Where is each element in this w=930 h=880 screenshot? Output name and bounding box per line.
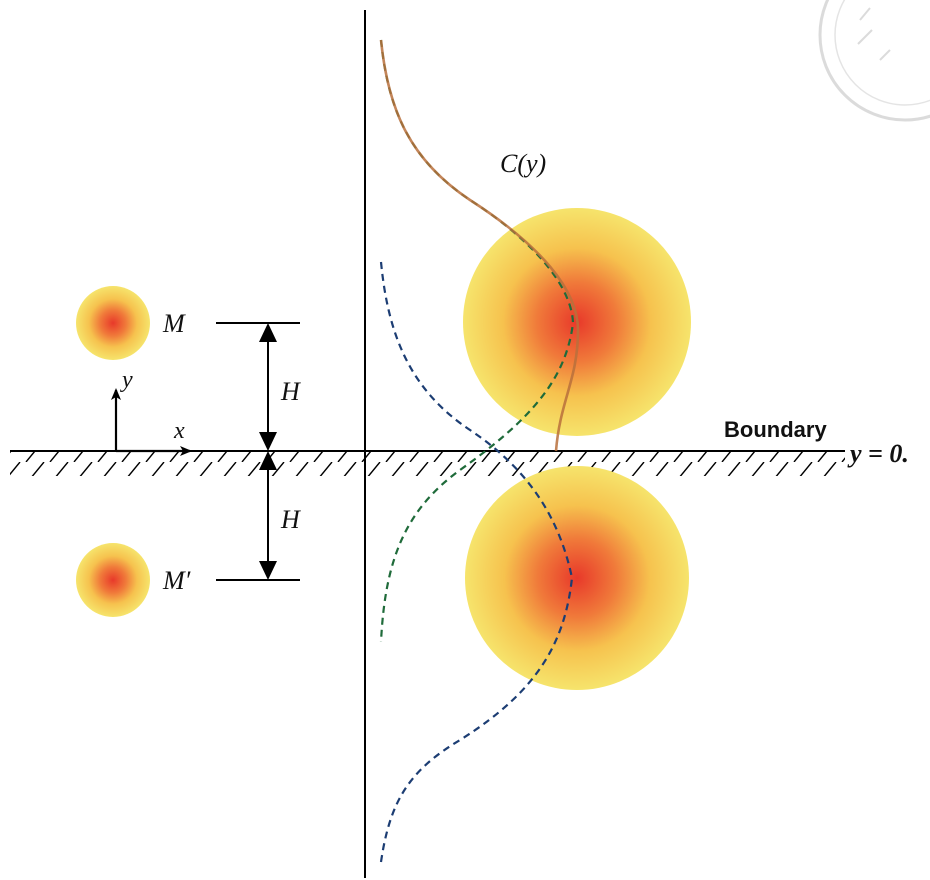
source-blob-small: [76, 286, 150, 360]
image-source-blob-large: [465, 466, 689, 690]
source-concentration-curve: [379, 261, 574, 863]
boundary-wall: [10, 450, 845, 476]
distance-label-lower: H: [280, 505, 301, 534]
image-source-blob-small: [76, 543, 150, 617]
coordinate-axes: [111, 388, 192, 456]
y-axis-label: y: [120, 367, 133, 393]
x-axis-label: x: [173, 418, 185, 444]
total-concentration-curve: [379, 39, 580, 452]
distance-label-upper: H: [280, 377, 301, 406]
distance-marker-lower: [216, 451, 300, 581]
university-seal-watermark: [818, 0, 930, 122]
image-source-label: M′: [162, 566, 191, 595]
source-label: M: [162, 309, 186, 338]
distance-marker-upper: [216, 322, 300, 451]
concentration-label: C(y): [500, 149, 546, 178]
boundary-label: Boundary: [724, 417, 827, 442]
boundary-equation: y = 0.: [847, 439, 909, 468]
